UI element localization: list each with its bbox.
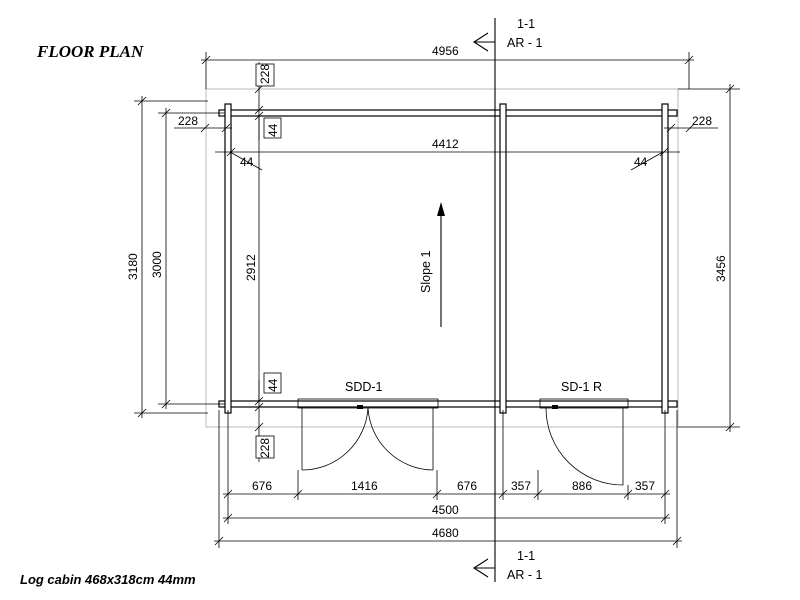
- section-line: 1-1 AR - 1 1-1 AR - 1: [472, 17, 542, 582]
- dim-text-228-top: 228: [258, 64, 272, 84]
- door-sd-1-r: SD-1 R: [539, 380, 629, 486]
- dim-overall-right: 3456: [678, 84, 740, 432]
- dim-text-357-b: 357: [635, 479, 655, 493]
- wall-front: [218, 400, 678, 408]
- wall-back: [218, 109, 678, 117]
- plan-caption: Log cabin 468x318cm 44mm: [20, 572, 196, 587]
- door-swing-single: [545, 407, 624, 486]
- dim-text-228-right: 228: [692, 114, 712, 128]
- door-label-sdd1: SDD-1: [345, 380, 383, 394]
- dim-text-228-bottom: 228: [258, 438, 272, 458]
- dim-text-4680: 4680: [432, 526, 459, 540]
- dim-text-676-a: 676: [252, 479, 272, 493]
- dim-text-4412: 4412: [432, 137, 459, 151]
- dim-text-357-a: 357: [511, 479, 531, 493]
- dim-inner-depth: 2912: [244, 116, 260, 401]
- section-id-top: 1-1: [517, 17, 535, 31]
- dim-text-44-right: 44: [634, 155, 648, 169]
- slope-label: Slope 1: [419, 251, 433, 293]
- slope-arrowhead: [437, 202, 445, 216]
- dim-outer-width: 4680: [214, 410, 682, 548]
- door-handle-left: [357, 405, 363, 409]
- door-swing-left: [301, 407, 369, 471]
- dim-text-4500: 4500: [432, 503, 459, 517]
- walls: [218, 103, 678, 414]
- plan-title: FLOOR PLAN: [36, 42, 144, 61]
- wall-right: [661, 103, 669, 414]
- dim-overhang-top: 228 44: [254, 62, 282, 140]
- dim-segments: 676 1416 676 357 886 357: [223, 410, 670, 500]
- dim-text-3456: 3456: [714, 255, 728, 282]
- wall-partition: [499, 103, 507, 414]
- slope-indicator: Slope 1: [419, 202, 445, 327]
- dim-text-4956: 4956: [432, 44, 459, 58]
- dim-text-2912: 2912: [244, 254, 258, 281]
- dim-text-228-left: 228: [178, 114, 198, 128]
- wall-left: [224, 103, 232, 414]
- door-handle-single: [552, 405, 558, 409]
- dim-overall-top: 4956: [201, 44, 694, 89]
- dim-overall-left: 3180: [126, 96, 208, 418]
- door-swing-right: [367, 407, 434, 471]
- dim-text-1416: 1416: [351, 479, 378, 493]
- dim-text-676-b: 676: [457, 479, 477, 493]
- section-ref-bottom: AR - 1: [507, 568, 542, 582]
- door-label-sd1r: SD-1 R: [561, 380, 602, 394]
- dim-text-3000: 3000: [150, 251, 164, 278]
- door-sdd-1: SDD-1: [297, 380, 439, 471]
- dim-text-44-bottom: 44: [266, 378, 280, 392]
- dim-text-44-top: 44: [266, 123, 280, 137]
- dim-overhang-bottom: 44 228: [254, 372, 282, 462]
- dim-overhang-left: 228: [174, 114, 232, 133]
- dim-text-3180: 3180: [126, 253, 140, 280]
- dim-text-44-left: 44: [240, 155, 254, 169]
- dim-axis-width: 4500: [223, 500, 670, 524]
- section-ref-top: AR - 1: [507, 36, 542, 50]
- roof-outline: [205, 88, 679, 428]
- section-id-bottom: 1-1: [517, 549, 535, 563]
- dim-text-886: 886: [572, 479, 592, 493]
- dim-axis-left: 3000: [150, 108, 225, 409]
- dim-inner-width: 44 44 4412: [215, 137, 680, 171]
- dim-overhang-right: 228: [664, 114, 718, 133]
- door-frame-single: [539, 398, 629, 409]
